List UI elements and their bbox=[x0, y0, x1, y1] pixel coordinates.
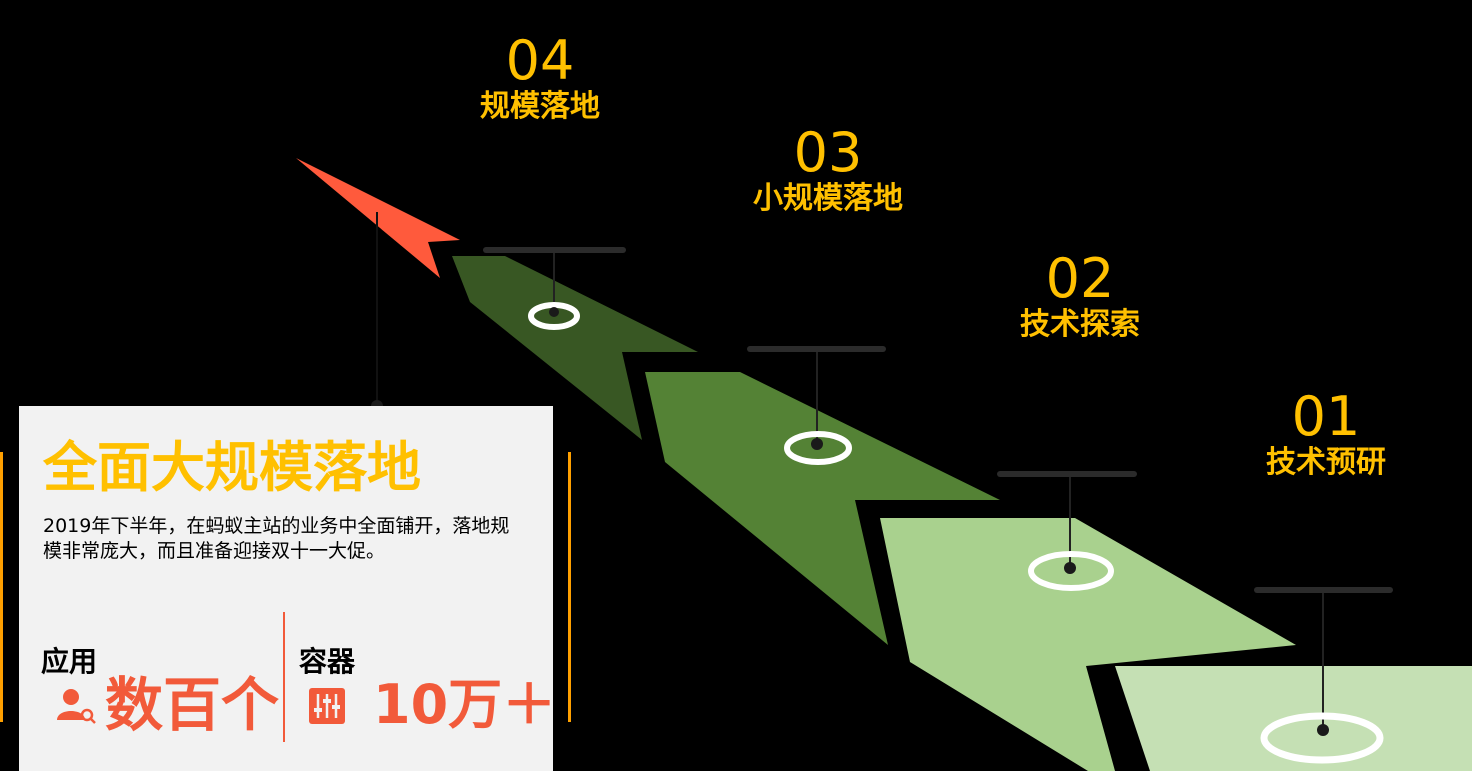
marker-01 bbox=[1254, 587, 1393, 764]
milestone-number: 04 bbox=[505, 29, 575, 92]
left-accent-bar bbox=[0, 452, 3, 722]
milestone-label: 技术预研 bbox=[1266, 445, 1386, 480]
user-search-icon bbox=[57, 688, 97, 724]
marker-02 bbox=[997, 471, 1137, 591]
milestone-label: 技术探索 bbox=[1020, 307, 1140, 342]
milestone-number: 03 bbox=[793, 121, 863, 184]
milestone-03: 03 小规模落地 bbox=[728, 124, 928, 216]
stat-containers-value: 10万＋ bbox=[373, 673, 557, 736]
stat-divider bbox=[283, 612, 285, 742]
info-card: 全面大规模落地 2019年下半年，在蚂蚁主站的业务中全面铺开，落地规模非常庞大，… bbox=[19, 406, 557, 771]
milestone-label: 规模落地 bbox=[480, 89, 600, 124]
stat-containers-label: 容器 bbox=[299, 645, 356, 678]
milestone-01: 01 技术预研 bbox=[1236, 388, 1416, 480]
milestone-04: 04 规模落地 bbox=[450, 32, 630, 124]
milestone-02: 02 技术探索 bbox=[990, 250, 1170, 342]
milestone-number: 01 bbox=[1291, 385, 1361, 448]
marker-03 bbox=[747, 346, 886, 465]
stat-apps-value: 数百个 bbox=[105, 671, 280, 739]
step-04-segment bbox=[452, 256, 698, 440]
milestone-label: 小规模落地 bbox=[753, 181, 903, 216]
milestone-number: 02 bbox=[1045, 247, 1115, 310]
sliders-icon bbox=[309, 688, 345, 724]
right-accent-bar bbox=[568, 452, 571, 722]
card-title: 全面大规模落地 bbox=[43, 436, 421, 499]
step-03-segment bbox=[645, 372, 1000, 645]
marker-04 bbox=[483, 247, 626, 330]
card-description: 2019年下半年，在蚂蚁主站的业务中全面铺开，落地规模非常庞大，而且准备迎接双十… bbox=[43, 515, 510, 562]
stat-apps-label: 应用 bbox=[41, 645, 98, 678]
step-02-segment bbox=[880, 518, 1296, 771]
